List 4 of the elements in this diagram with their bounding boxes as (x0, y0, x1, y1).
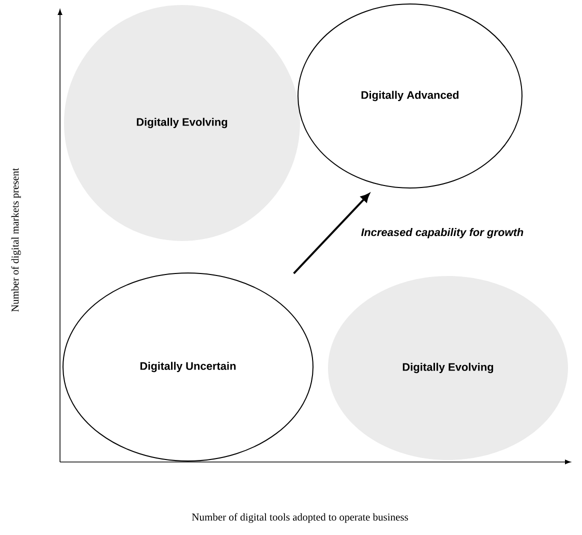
arrow (293, 193, 370, 274)
axis-label: Number of digital markets present (11, 168, 21, 312)
axis-label: Number of digital tools adopted to operate business (192, 513, 408, 523)
edge-label: Increased capability for growth (361, 228, 524, 238)
